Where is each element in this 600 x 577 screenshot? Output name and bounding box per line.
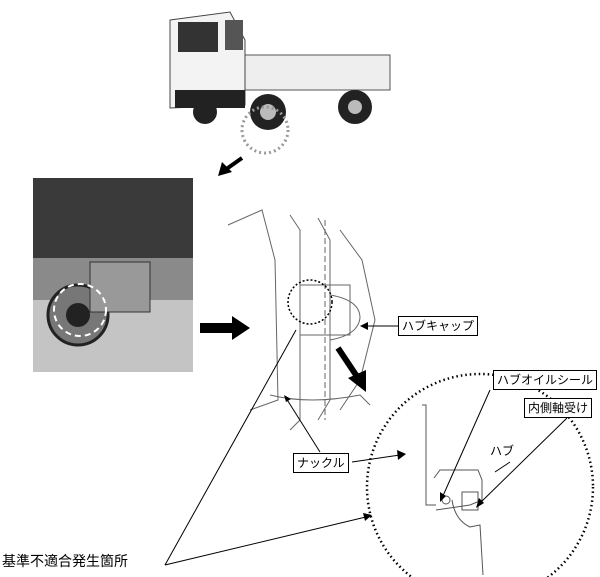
hub-cap-label: ハブキャップ	[398, 316, 479, 336]
magnified-hub-drawing	[422, 404, 484, 576]
defect-location-label: 基準不適合発生箇所	[2, 554, 128, 570]
magnified-view-circle	[365, 372, 595, 577]
brake-photo	[33, 178, 193, 372]
hub-oil-seal-label: ハブオイルシール	[493, 370, 598, 390]
hub-label: ハブ	[490, 444, 515, 458]
truck-illustration	[169, 11, 391, 155]
inner-bearing-label: 内側軸受け	[524, 398, 593, 418]
hub-cross-section	[227, 209, 376, 431]
knuckle-label: ナックル	[293, 453, 349, 473]
